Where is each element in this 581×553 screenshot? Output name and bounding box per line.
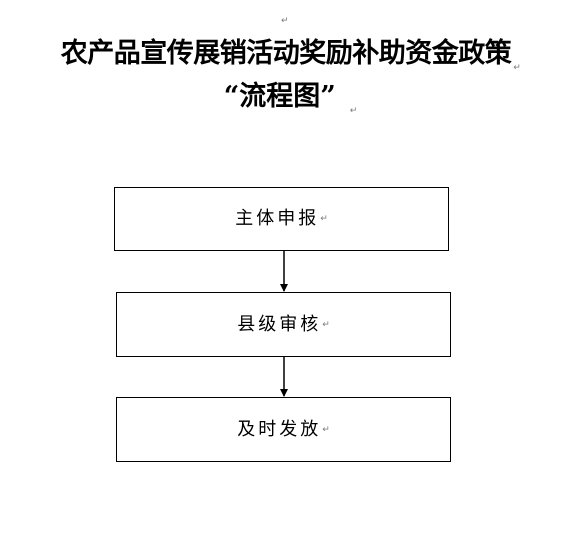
flow-step-disburse: 及时发放↵ [116, 397, 451, 462]
flow-step-review: 县级审核↵ [116, 292, 451, 357]
title-text-line-2: “流程图” [223, 81, 336, 112]
paragraph-mark: ↵ [320, 214, 328, 224]
page-title-line-2: “流程图” ↵ [0, 83, 581, 116]
flow-step-label: 主体申报 [235, 208, 320, 229]
paragraph-mark: ↵ [322, 424, 330, 435]
paragraph-mark-top: ↵ [281, 16, 289, 26]
flow-step-label: 及时发放 [237, 418, 322, 440]
paragraph-mark-title-1: ↵ [513, 63, 521, 73]
paragraph-mark: ↵ [322, 319, 330, 330]
paragraph-mark-title-2: ↵ [349, 106, 358, 116]
flow-step-submit: 主体申报↵ [114, 187, 449, 251]
page-title-line-1: 农产品宣传展销活动奖励补助资金政策↵ [0, 40, 581, 73]
title-text-line-1: 农产品宣传展销活动奖励补助资金政策 [60, 38, 512, 69]
flow-step-label: 县级审核 [237, 313, 322, 335]
